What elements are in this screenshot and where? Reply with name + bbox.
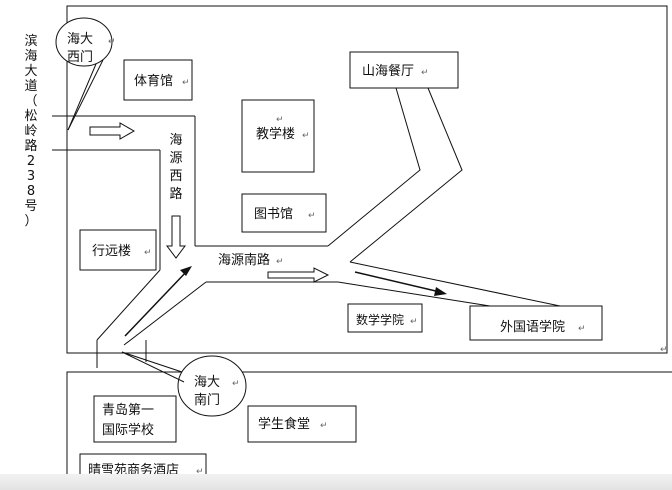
math-school-mark: ↵ [410,317,418,327]
south-gate-callout-pointer-2 [121,351,185,383]
xingyuan-building-box [79,229,157,271]
south-gate-callout [177,355,247,417]
south-gate-arrow-head [180,266,192,276]
south-gate-callout-pointer [121,351,183,373]
south-gate-mark: ↵ [232,379,240,389]
west-gate-callout-pointer-2 [67,59,104,131]
teaching-label: 教学楼 [256,126,295,142]
library-label: 图书馆 [254,207,293,222]
library-mark: ↵ [308,211,316,221]
gym-box [123,59,193,101]
international-school-label-line1: 青岛第一 [102,402,154,418]
teaching-mark: ↵ [302,131,310,141]
foreign-road-south-edge [337,281,491,307]
south-gate-road-east-edge [123,281,207,346]
west-gate-mark: ↵ [108,37,116,47]
haiyuan-south-road-label: 海源南路 [218,252,270,268]
south-gate-label-line1: 海大 [194,375,220,390]
xingyuan-label: 行远楼 [92,244,131,259]
canteen-box [247,405,357,443]
south-gate-label-line2: 南门 [194,392,220,408]
outer-area-boundary [66,371,672,490]
math-school-box [347,303,423,333]
teaching-building-box [241,99,315,173]
foreign-arrow-head [434,287,447,296]
page-mark: ↵ [660,345,668,355]
teaching-mark-top: ↵ [276,115,284,125]
foreign-arrow-line [354,271,441,293]
restaurant-road-west-edge [327,87,421,247]
restaurant-label: 山海餐厅 [362,63,414,79]
west-gate-label-line2: 西门 [67,50,93,65]
gym-label: 体育馆 [134,73,173,89]
campus-boundary [66,5,668,354]
foreign-road-north-edge [349,261,561,307]
canteen-mark: ↵ [320,421,328,431]
restaurant-mark: ↵ [421,68,429,78]
west-gate-label-line1: 海大 [67,32,93,47]
south-gate-arrow-line [124,269,189,337]
south-gate-road-west-edge [96,269,161,341]
haiyuan-south-arrow [267,267,330,283]
foreign-school-mark: ↵ [578,324,586,334]
document-bottom-bar [0,474,672,490]
west-gate-callout [55,17,113,67]
international-school-box [93,395,177,443]
haiyuan-south-road-mark: ↵ [276,257,284,267]
library-box [241,193,327,233]
canteen-label: 学生食堂 [258,416,310,432]
gym-mark: ↵ [182,78,190,88]
haiyuan-west-road-label: 海源西路 [169,133,183,202]
math-school-label: 数学学院 [356,312,404,327]
west-entry-arrow [89,122,136,140]
restaurant-road-east-edge [349,87,463,263]
foreign-school-label: 外国语学院 [500,319,565,335]
haiyuan-west-arrow [166,215,186,259]
xingyuan-mark: ↵ [144,248,152,258]
international-school-label-line2: 国际学校 [102,422,154,438]
restaurant-box [349,51,459,89]
foreign-school-box [469,305,603,341]
west-gate-callout-pointer [67,63,97,131]
hotel-mark: ↵ [196,467,204,477]
